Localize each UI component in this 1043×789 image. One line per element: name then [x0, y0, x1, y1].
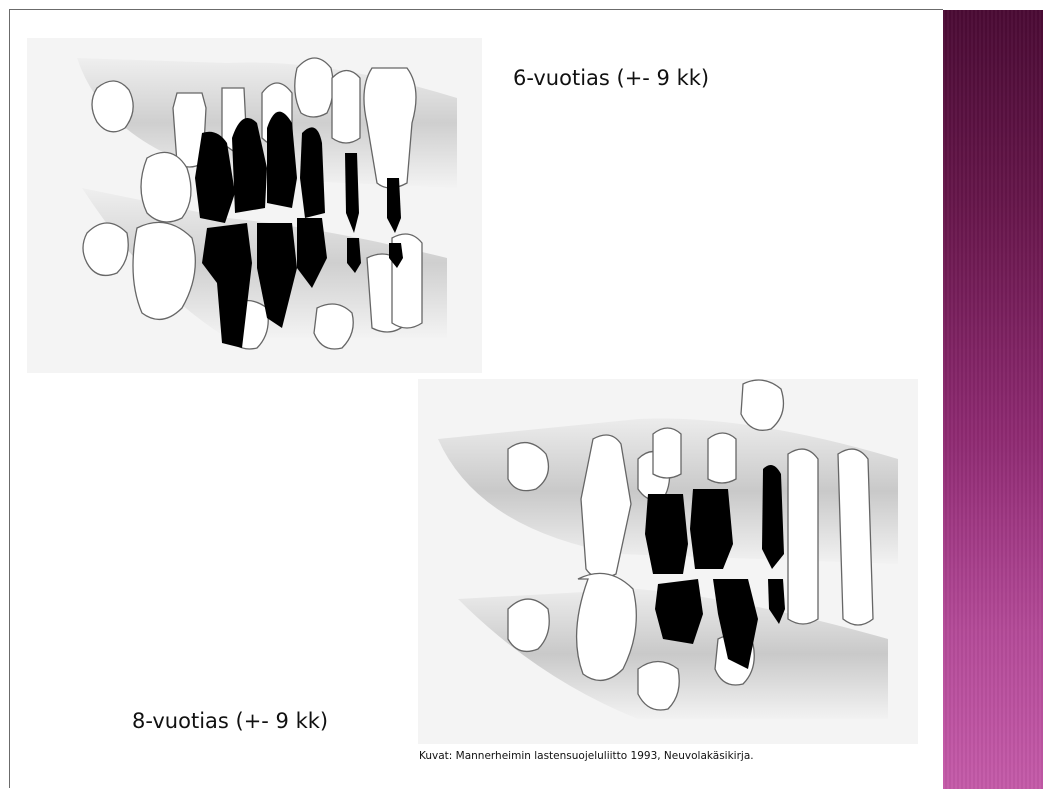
dental-illustration-8-year	[418, 379, 918, 744]
caption-6-year: 6-vuotias (+- 9 kk)	[513, 66, 709, 90]
caption-8-year: 8-vuotias (+- 9 kk)	[132, 709, 328, 733]
dental-illustration-6-year	[27, 38, 482, 373]
image-credit: Kuvat: Mannerheimin lastensuojeluliitto …	[419, 750, 754, 762]
decorative-side-band	[943, 10, 1043, 789]
